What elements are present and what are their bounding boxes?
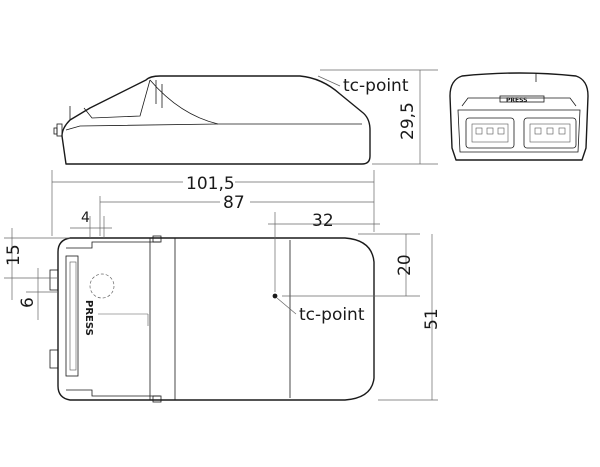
top-view-clamp-top bbox=[49, 269, 59, 291]
body-label-bg bbox=[220, 192, 250, 210]
len-label-bg bbox=[183, 172, 235, 190]
tc-point-leader-top bbox=[276, 297, 297, 315]
body-length-label: 87 bbox=[223, 193, 245, 213]
d15-label: 15 bbox=[4, 244, 24, 266]
side-view-mid-edge bbox=[65, 123, 219, 131]
end-view-connector-left-pins bbox=[475, 127, 505, 135]
height-dimension-label: 29,5 bbox=[398, 102, 418, 140]
end-view-connector-right-pins bbox=[534, 127, 566, 135]
top-view-body bbox=[57, 237, 375, 401]
end-view-press-strip bbox=[499, 95, 545, 103]
top-view-latch-top bbox=[152, 235, 162, 243]
d4-label: 4 bbox=[81, 210, 90, 226]
side-view-front-step bbox=[83, 79, 151, 119]
side-view-connector-tab bbox=[56, 123, 63, 137]
end-view-shoulder bbox=[461, 97, 577, 107]
top-view-latch-bottom bbox=[152, 395, 162, 403]
end-view-connector-right-inner bbox=[529, 123, 571, 143]
side-view-connector-tab-2 bbox=[53, 127, 58, 135]
top-view-terminal-block bbox=[65, 255, 79, 377]
end-view-connector-right bbox=[523, 117, 577, 149]
horizontal-dimensions: 101,5 87 32 4 bbox=[51, 170, 380, 292]
tc-point-label-side: tc-point bbox=[343, 76, 409, 96]
tc-offset-y-label: 20 bbox=[395, 254, 415, 276]
top-view-clip-bottom bbox=[66, 389, 160, 397]
top-view-clamp-bottom bbox=[49, 349, 59, 369]
tc-point-leader-side bbox=[317, 75, 341, 87]
top-view-clip-top bbox=[66, 241, 160, 249]
end-view-inner bbox=[457, 109, 581, 153]
end-view-body bbox=[449, 72, 589, 161]
side-view: tc-point 29,5 bbox=[53, 69, 438, 165]
end-view-connector-left bbox=[465, 117, 515, 149]
d6-label: 6 bbox=[18, 297, 38, 308]
end-view-press-label: PRESS bbox=[506, 97, 528, 104]
side-view-body bbox=[61, 75, 371, 165]
tc-offset-x-label: 32 bbox=[312, 211, 334, 231]
tc-point-marker bbox=[272, 293, 278, 299]
width-dimension-label: 51 bbox=[422, 308, 442, 330]
end-view: PRESS bbox=[449, 72, 589, 161]
top-view: PRESS tc-point 20 51 15 6 bbox=[4, 228, 442, 403]
tc-point-label-top: tc-point bbox=[299, 305, 365, 325]
top-view-terminal-inner bbox=[69, 261, 77, 371]
top-view-press-label: PRESS bbox=[83, 300, 94, 336]
end-view-connector-left-inner bbox=[471, 123, 509, 143]
overall-length-label: 101,5 bbox=[186, 174, 235, 194]
top-view-hidden-feature bbox=[89, 273, 115, 299]
